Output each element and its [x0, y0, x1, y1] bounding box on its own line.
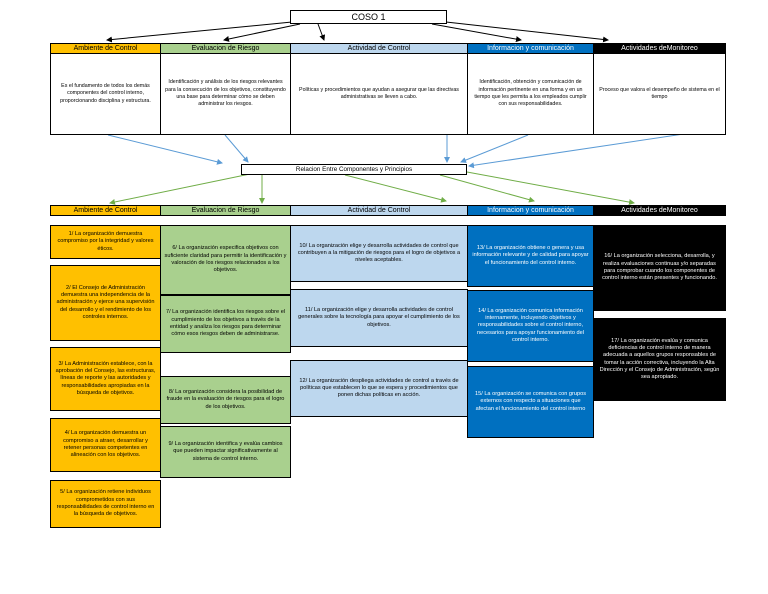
- relacion-title: Relacion Entre Componentes y Principios: [241, 164, 467, 175]
- principle-8: 8/ La organización considera la posibili…: [160, 376, 291, 424]
- principle-13: 13/ La organización obtiene o genera y u…: [467, 225, 594, 287]
- header2-monitoreo: Actividades deMonitoreo: [593, 205, 726, 216]
- desc-monitoreo: Proceso que valora el desempeño de siste…: [593, 53, 726, 135]
- arrow-coso-ambiente: [106, 21, 293, 43]
- arrow-informacion-relacion: [460, 134, 529, 163]
- principle-4: 4/ La organización demuestra un compromi…: [50, 418, 161, 472]
- principle-1: 1/ La organización demuestra compromiso …: [50, 225, 161, 259]
- desc-ambiente: Es el fundamento de todos los demás comp…: [50, 53, 161, 135]
- arrow-coso-actividad: [317, 23, 326, 41]
- principle-12: 12/ La organización despliega actividade…: [290, 360, 468, 417]
- principle-3: 3/ La Administración establece, con la a…: [50, 347, 161, 411]
- arrow-relacion-informacion: [439, 174, 535, 203]
- principle-17: 17/ La organización evalúa y comunica de…: [593, 318, 726, 401]
- desc-riesgo: Identificación y análisis de los riesgos…: [160, 53, 291, 135]
- arrow-relacion-ambiente: [109, 173, 251, 205]
- principle-10: 10/ La organización elige y desarrolla a…: [290, 225, 468, 282]
- arrow-relacion-monitoreo: [466, 171, 635, 206]
- desc-informacion: Identificación, obtención y comunicación…: [467, 53, 594, 135]
- arrow-relacion-actividad: [344, 174, 447, 203]
- arrow-coso-informacion: [431, 23, 522, 43]
- principle-7: 7/ La organización identifica los riesgo…: [160, 295, 291, 353]
- arrow-ambiente-relacion: [107, 134, 223, 165]
- principle-14: 14/ La organización comunica información…: [467, 290, 594, 362]
- principle-2: 2/ El Consejo de Administración demuestr…: [50, 265, 161, 341]
- arrow-coso-riesgo: [223, 23, 301, 42]
- principle-9: 9/ La organización identifica y evalúa c…: [160, 426, 291, 478]
- header2-riesgo: Evaluacion de Riesgo: [160, 205, 291, 216]
- arrow-riesgo-relacion: [224, 134, 249, 163]
- desc-actividad: Políticas y procedimientos que ayudan a …: [290, 53, 468, 135]
- principle-6: 6/ La organización especifica objetivos …: [160, 225, 291, 295]
- header2-actividad: Actividad de Control: [290, 205, 468, 216]
- coso-title: COSO 1: [290, 10, 447, 24]
- header2-ambiente: Ambiente de Control: [50, 205, 161, 216]
- principle-11: 11/ La organización elige y desarrolla a…: [290, 289, 468, 347]
- arrow-coso-monitoreo: [445, 21, 609, 43]
- principle-15: 15/ La organización se comunica con grup…: [467, 366, 594, 438]
- principle-16: 16/ La organización selecciona, desarrol…: [593, 225, 726, 311]
- principle-5: 5/ La organización retiene individuos co…: [50, 480, 161, 528]
- header2-informacion: Informacion y comunicación: [467, 205, 594, 216]
